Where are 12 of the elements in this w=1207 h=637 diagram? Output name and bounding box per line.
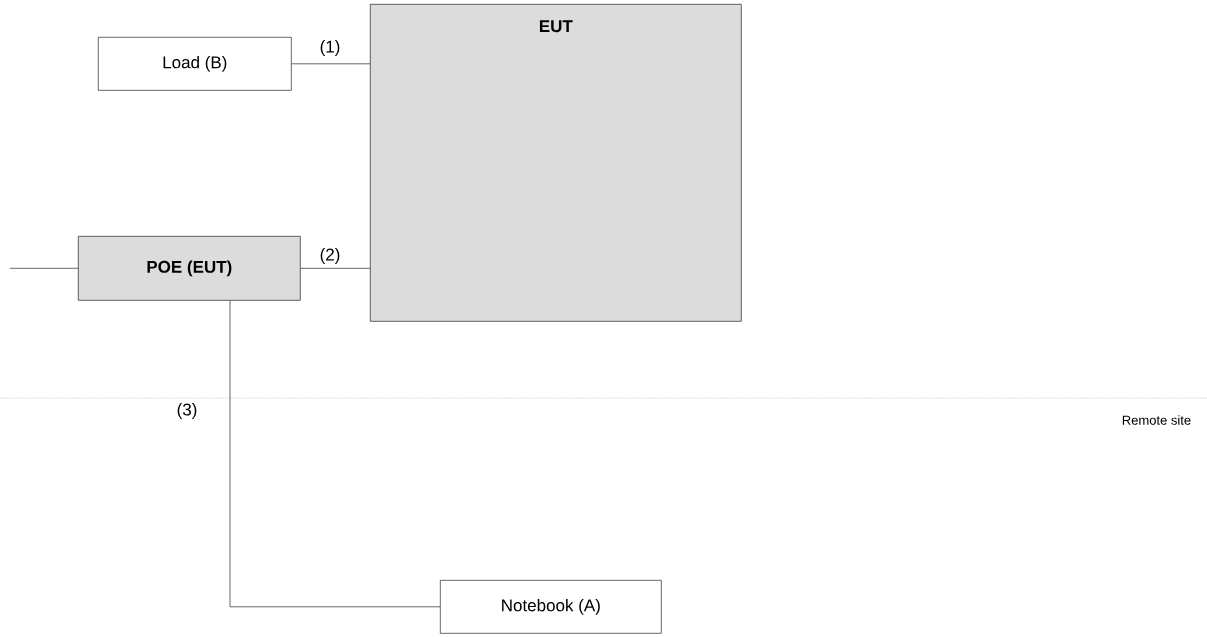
connector-line — [229, 300, 441, 608]
edge-label: (2) — [318, 247, 342, 265]
connector-line — [9, 268, 79, 269]
component-box: Notebook (A) — [440, 580, 662, 634]
area-label: Remote site — [1122, 415, 1191, 425]
edge-label: (1) — [318, 39, 342, 57]
edge-label: (3) — [175, 402, 199, 420]
equipment-box: EUT — [370, 4, 742, 322]
connector-line — [300, 268, 371, 269]
connector-line — [291, 63, 371, 65]
component-box: POE (EUT) — [78, 236, 301, 301]
component-box: Load (B) — [98, 37, 292, 91]
